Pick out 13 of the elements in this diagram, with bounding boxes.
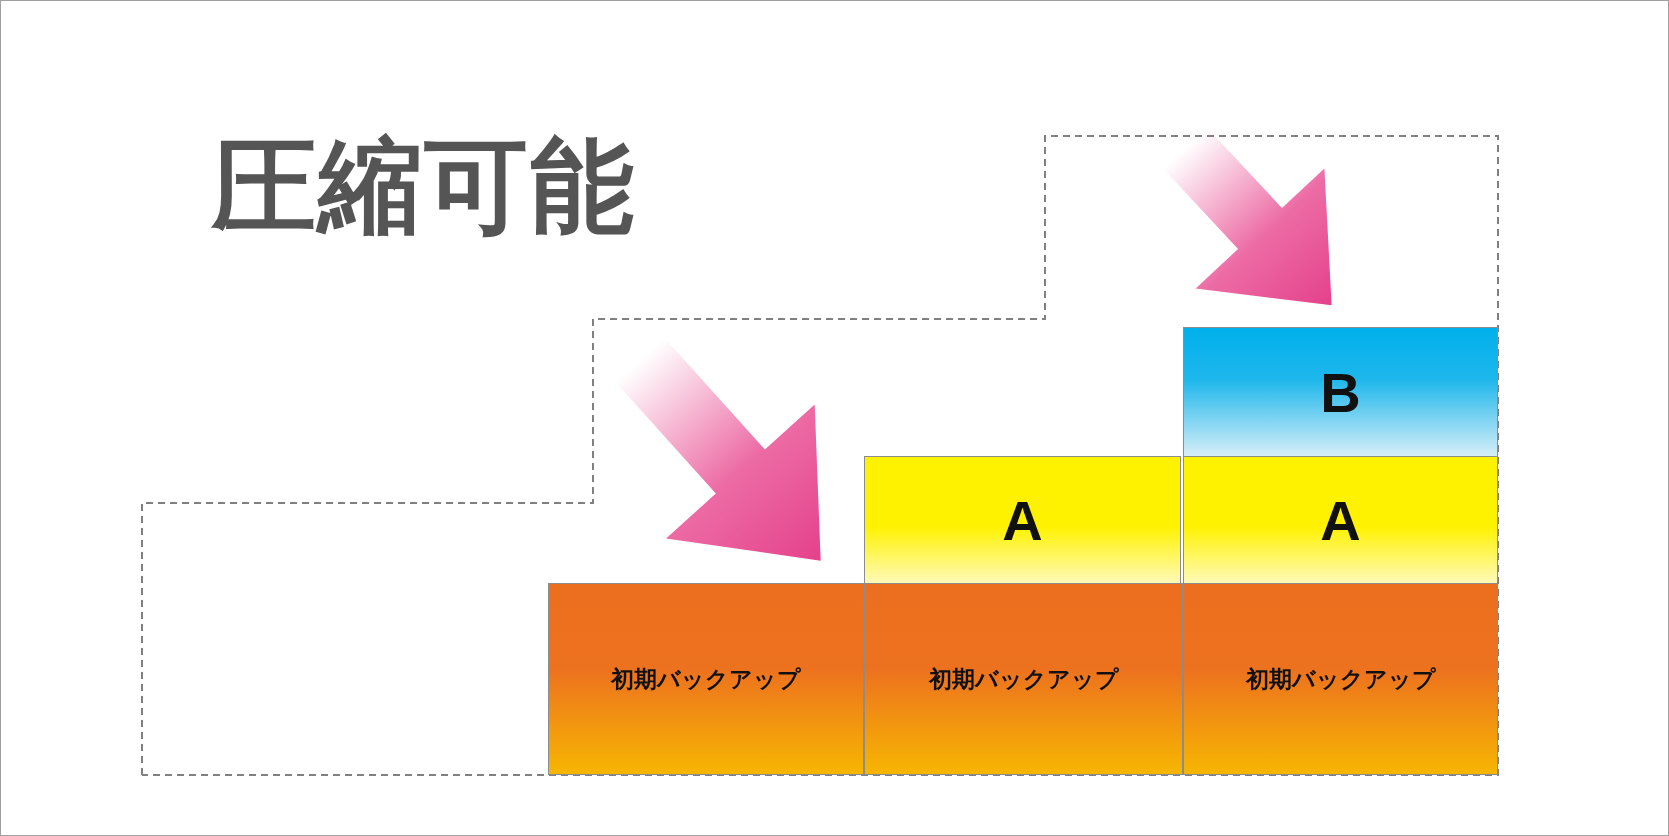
data-block [1183,456,1498,584]
data-block [864,456,1181,584]
block-label: B [1320,359,1361,425]
block-label: 初期バックアップ [1245,664,1436,694]
backup-block [1183,583,1498,775]
backup-block [548,583,864,775]
block-label: A [1002,487,1043,553]
data-block [1183,327,1498,457]
diagram-title: 圧縮可能 [212,124,636,249]
block-label: 初期バックアップ [928,664,1119,694]
backup-block [864,583,1183,775]
block-label: A [1320,487,1361,553]
block-label: 初期バックアップ [611,664,801,694]
